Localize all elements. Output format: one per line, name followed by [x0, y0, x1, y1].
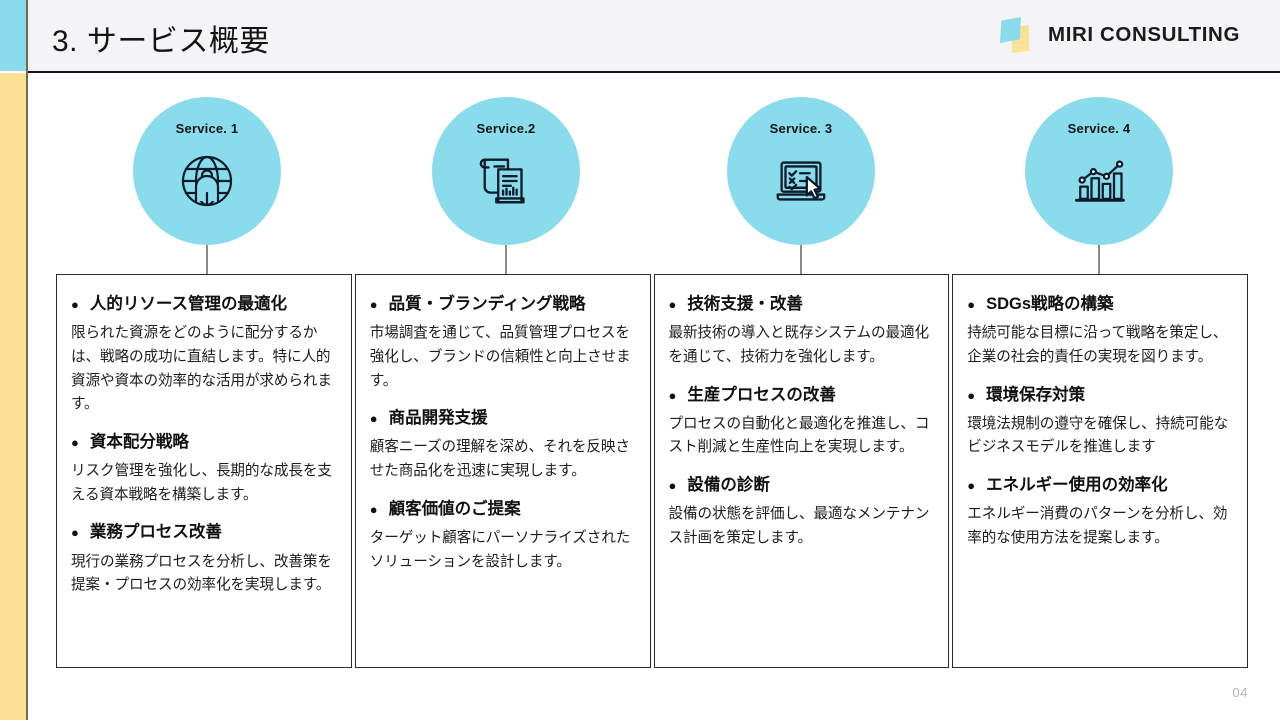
service-circle-2: Service.2 — [432, 97, 580, 245]
item-body: 設備の状態を評価し、最適なメンテナンス計画を策定します。 — [668, 506, 930, 546]
service-box-3: ● 技術支援・改善 最新技術の導入と既存システムの最適化を通じて、技術力を強化し… — [653, 274, 950, 668]
slide-header — [28, 0, 1280, 71]
item-heading-text: 設備の診断 — [687, 476, 770, 495]
service-circle-4: Service. 4 — [1025, 97, 1173, 245]
bullet-icon: ● — [369, 501, 378, 517]
item-heading: ● 環境保存対策 — [967, 384, 1231, 406]
page-title: 3. サービス概要 — [52, 25, 270, 58]
service-label-1: Service. 1 — [175, 121, 239, 136]
globe-person-icon — [170, 144, 244, 218]
service-label-4: Service. 4 — [1067, 121, 1131, 136]
item-heading: ● SDGs戦略の構築 — [967, 293, 1231, 315]
list-item: ● 商品開発支援 顧客ニーズの理解を深め、それを反映させた商品化を迅速に実現しま… — [370, 407, 634, 484]
service-box-1: ● 人的リソース管理の最適化 限られた資源をどのように配分するかは、戦略の成功に… — [56, 274, 352, 668]
list-item: ● 環境保存対策 環境法規制の遵守を確保し、持続可能なビジネスモデルを推進します — [967, 384, 1231, 461]
bullet-icon: ● — [668, 387, 677, 403]
item-heading: ● 設備の診断 — [669, 474, 933, 496]
bullet-icon: ● — [71, 525, 79, 541]
item-heading-text: SDGs戦略の構築 — [986, 295, 1114, 313]
bullet-icon: ● — [71, 434, 79, 450]
bar-chart-trend-icon — [1062, 144, 1136, 218]
item-heading: ● 業務プロセス改善 — [71, 521, 335, 543]
connector-line-2 — [505, 245, 507, 275]
bullet-icon: ● — [967, 387, 976, 403]
list-item: ● 顧客価値のご提案 ターゲット顧客にパーソナライズされたソリューションを設計し… — [370, 498, 634, 575]
item-heading: ● 資本配分戦略 — [71, 431, 335, 453]
item-body: 限られた資源をどのように配分するかは、戦略の成功に直結します。特に人的資源や資本… — [71, 325, 332, 413]
left-edge-divider — [26, 0, 28, 720]
brand-logo: MIRI CONSULTING — [999, 14, 1240, 56]
item-body: 最新技術の導入と既存システムの最適化を通じて、技術力を強化します。 — [668, 325, 930, 365]
item-body: 環境法規制の遵守を確保し、持続可能なビジネスモデルを推進します — [967, 415, 1229, 456]
left-accent-yellow-bar — [0, 73, 26, 720]
service-circles-row: Service. 1 Servi — [28, 73, 1280, 278]
list-item: ● 生産プロセスの改善 プロセスの自動化と最適化を推進し、コスト削減と生産性向上… — [669, 384, 933, 461]
list-item: ● 品質・ブランディング戦略 市場調査を通じて、品質管理プロセスを強化し、ブラン… — [370, 293, 634, 393]
brand-name: MIRI CONSULTING — [1048, 23, 1240, 46]
documents-report-icon — [469, 144, 543, 218]
item-heading-text: 顧客価値のご提案 — [388, 499, 521, 518]
list-item: ● エネルギー使用の効率化 エネルギー消費のパターンを分析し、効率的な使用方法を… — [967, 474, 1231, 551]
bullet-icon: ● — [668, 478, 677, 494]
bullet-icon: ● — [668, 297, 677, 312]
item-heading-text: 品質・ブランディング戦略 — [388, 295, 586, 313]
item-body: エネルギー消費のパターンを分析し、効率的な使用方法を提案します。 — [967, 506, 1228, 546]
item-body: 現行の業務プロセスを分析し、改善策を提案・プロセスの効率化を実現します。 — [71, 553, 332, 594]
page-number: 04 — [1232, 685, 1248, 700]
item-heading-text: 資本配分戦略 — [89, 432, 189, 451]
connector-line-3 — [800, 245, 802, 275]
item-heading: ● 顧客価値のご提案 — [370, 498, 634, 520]
header-bottom-rule — [28, 71, 1280, 73]
item-body: 顧客ニーズの理解を深め、それを反映させた商品化を迅速に実現します。 — [369, 439, 630, 480]
bullet-icon: ● — [967, 478, 976, 494]
service-label-2: Service.2 — [476, 121, 536, 136]
left-accent-cyan-bar — [0, 0, 26, 71]
item-heading-text: 生産プロセスの改善 — [687, 385, 836, 404]
list-item: ● 技術支援・改善 最新技術の導入と既存システムの最適化を通じて、技術力を強化し… — [669, 293, 933, 370]
service-node-2: Service.2 — [432, 97, 580, 275]
list-item: ● 資本配分戦略 リスク管理を強化し、長期的な成長を支える資本戦略を構築します。 — [71, 431, 335, 508]
connector-line-4 — [1098, 245, 1100, 275]
connector-line-1 — [206, 245, 208, 275]
logo-shape-blue — [1000, 17, 1022, 43]
miri-logo-icon — [999, 14, 1035, 56]
item-body: 持続可能な目標に沿って戦略を策定し、企業の社会的責任の実現を図ります。 — [967, 325, 1228, 365]
item-heading-text: 技術支援・改善 — [687, 295, 803, 313]
item-body: 市場調査を通じて、品質管理プロセスを強化し、ブランドの信頼性と向上させます。 — [369, 325, 631, 389]
list-item: ● 人的リソース管理の最適化 限られた資源をどのように配分するかは、戦略の成功に… — [71, 293, 335, 417]
bullet-icon: ● — [967, 297, 976, 312]
list-item: ● 業務プロセス改善 現行の業務プロセスを分析し、改善策を提案・プロセスの効率化… — [71, 521, 335, 598]
service-box-2: ● 品質・ブランディング戦略 市場調査を通じて、品質管理プロセスを強化し、ブラン… — [354, 274, 651, 668]
item-body: リスク管理を強化し、長期的な成長を支える資本戦略を構築します。 — [71, 463, 332, 503]
item-heading: ● エネルギー使用の効率化 — [967, 474, 1231, 496]
service-circle-1: Service. 1 — [133, 97, 281, 245]
item-body: ターゲット顧客にパーソナライズされたソリューションを設計します。 — [369, 530, 631, 570]
service-detail-boxes: ● 人的リソース管理の最適化 限られた資源をどのように配分するかは、戦略の成功に… — [56, 274, 1248, 668]
service-label-3: Service. 3 — [769, 121, 833, 136]
item-heading: ● 技術支援・改善 — [669, 293, 933, 315]
item-heading-text: 人的リソース管理の最適化 — [89, 295, 288, 313]
bullet-icon: ● — [71, 297, 79, 312]
item-body: プロセスの自動化と最適化を推進し、コスト削減と生産性向上を実現します。 — [668, 415, 930, 456]
item-heading-text: 環境保存対策 — [986, 385, 1086, 404]
item-heading-text: 業務プロセス改善 — [89, 523, 222, 542]
service-box-4: ● SDGs戦略の構築 持続可能な目標に沿って戦略を策定し、企業の社会的責任の実… — [952, 274, 1248, 668]
item-heading-text: エネルギー使用の効率化 — [986, 476, 1168, 495]
item-heading: ● 生産プロセスの改善 — [669, 384, 933, 406]
list-item: ● 設備の診断 設備の状態を評価し、最適なメンテナンス計画を策定します。 — [669, 474, 933, 551]
item-heading-text: 商品開発支援 — [388, 409, 488, 428]
service-node-3: Service. 3 — [727, 97, 875, 275]
bullet-icon: ● — [369, 411, 378, 427]
laptop-checklist-cursor-icon — [764, 144, 838, 218]
item-heading: ● 人的リソース管理の最適化 — [71, 293, 335, 315]
item-heading: ● 品質・ブランディング戦略 — [370, 293, 634, 315]
bullet-icon: ● — [369, 297, 378, 312]
service-node-4: Service. 4 — [1025, 97, 1173, 275]
list-item: ● SDGs戦略の構築 持続可能な目標に沿って戦略を策定し、企業の社会的責任の実… — [967, 293, 1231, 370]
service-node-1: Service. 1 — [133, 97, 281, 275]
item-heading: ● 商品開発支援 — [370, 407, 634, 429]
service-circle-3: Service. 3 — [727, 97, 875, 245]
